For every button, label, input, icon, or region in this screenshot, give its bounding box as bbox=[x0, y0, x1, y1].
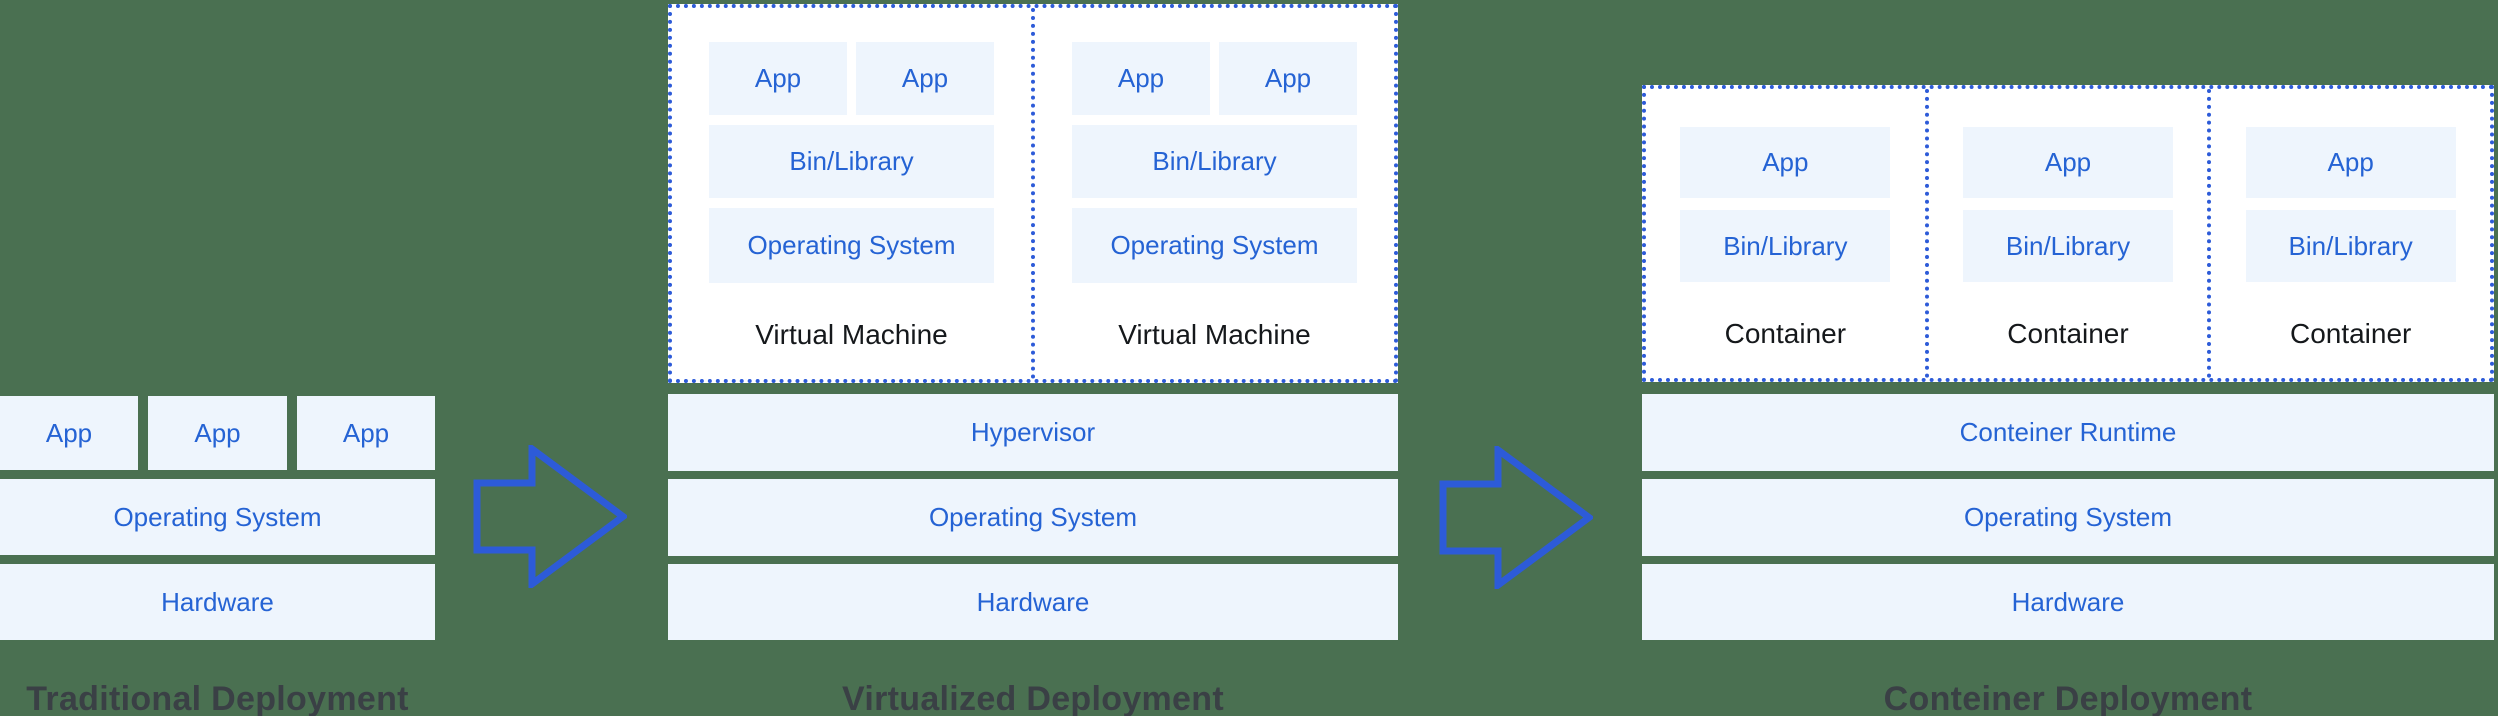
vm-group: App App Bin/Library Operating System Vir… bbox=[668, 4, 1398, 383]
vm-box: App App Bin/Library Operating System Vir… bbox=[1031, 8, 1394, 379]
operating-system-bar: Operating System bbox=[0, 479, 435, 555]
vm-app-box: App bbox=[856, 42, 994, 115]
operating-system-bar: Operating System bbox=[668, 479, 1398, 556]
vm-label: Virtual Machine bbox=[1118, 319, 1311, 350]
vm-app-box: App bbox=[1219, 42, 1357, 115]
container-bin-library-box: Bin/Library bbox=[1963, 210, 2173, 282]
container-box: App Bin/Library Container bbox=[1924, 89, 2208, 378]
container-label: Container bbox=[2007, 318, 2129, 349]
container-bin-library-box: Bin/Library bbox=[1680, 210, 1891, 282]
container-box: App Bin/Library Container bbox=[1646, 89, 1925, 378]
vm-bin-library-box: Bin/Library bbox=[709, 125, 994, 198]
vm-label: Virtual Machine bbox=[755, 319, 948, 350]
container-label: Container bbox=[1724, 318, 1847, 349]
operating-system-bar: Operating System bbox=[1642, 479, 2494, 556]
container-app-box: App bbox=[2245, 127, 2456, 198]
app-box: App bbox=[148, 396, 287, 470]
app-box: App bbox=[297, 396, 435, 470]
container-group: App Bin/Library Container App Bin/Librar… bbox=[1642, 85, 2494, 382]
vm-os-box: Operating System bbox=[709, 208, 994, 283]
hardware-bar: Hardware bbox=[0, 564, 435, 640]
hardware-bar: Hardware bbox=[1642, 564, 2494, 640]
right-arrow-icon bbox=[1439, 446, 1593, 589]
container-app-box: App bbox=[1963, 127, 2173, 198]
container-app-box: App bbox=[1680, 127, 1891, 198]
app-box: App bbox=[0, 396, 138, 470]
section-title: Traditional Deployment bbox=[26, 680, 409, 716]
hypervisor-bar: Hypervisor bbox=[668, 394, 1398, 471]
right-arrow-icon bbox=[473, 445, 627, 588]
vm-app-box: App bbox=[709, 42, 847, 115]
section-title: Virtualized Deployment bbox=[842, 680, 1224, 716]
vm-bin-library-box: Bin/Library bbox=[1072, 125, 1357, 198]
container-bin-library-box: Bin/Library bbox=[2245, 210, 2456, 282]
container-box: App Bin/Library Container bbox=[2207, 89, 2490, 378]
container-runtime-bar: Conteiner Runtime bbox=[1642, 394, 2494, 471]
vm-box: App App Bin/Library Operating System Vir… bbox=[672, 8, 1031, 379]
section-title: Conteiner Deployment bbox=[1883, 680, 2253, 716]
hardware-bar: Hardware bbox=[668, 564, 1398, 640]
vm-app-box: App bbox=[1072, 42, 1210, 115]
vm-os-box: Operating System bbox=[1072, 208, 1357, 283]
container-label: Container bbox=[2289, 318, 2412, 349]
